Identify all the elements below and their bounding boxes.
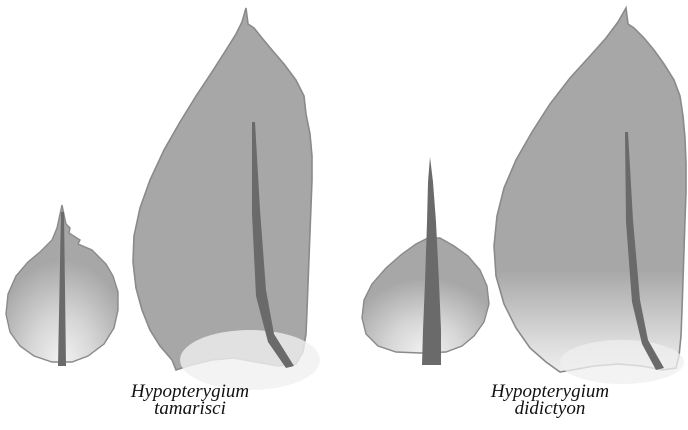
- tamarisci-epithet-label: tamarisci: [40, 400, 340, 417]
- didictyon-small-leaf: [362, 157, 489, 365]
- didictyon-caption: Hypopterygium didictyon: [400, 383, 688, 417]
- tamarisci-large-leaf: [133, 8, 320, 390]
- didictyon-leaf-pair: [362, 8, 686, 384]
- didictyon-epithet-label: didictyon: [400, 400, 688, 417]
- didictyon-large-leaf-blade: [494, 8, 686, 372]
- didictyon-large-leaf-base-highlight: [560, 340, 684, 384]
- tamarisci-large-leaf-blade: [133, 8, 312, 370]
- tamarisci-small-leaf: [6, 205, 118, 366]
- didictyon-large-leaf: [494, 8, 686, 384]
- tamarisci-leaf-pair: [6, 8, 320, 390]
- tamarisci-caption: Hypopterygium tamarisci: [40, 383, 340, 417]
